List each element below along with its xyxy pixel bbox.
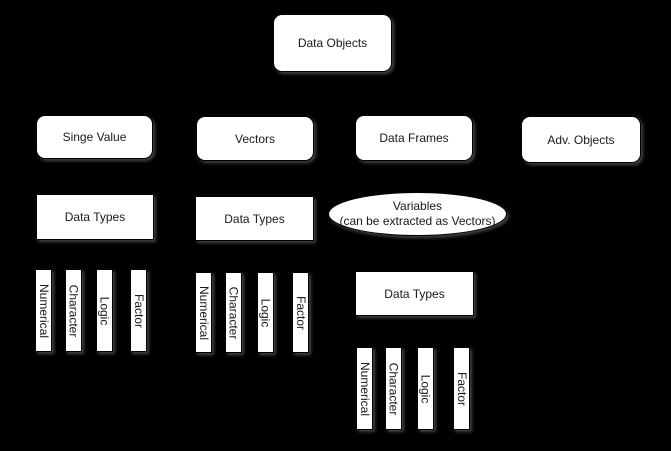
node-data-types-singe-value: Data Types (36, 194, 154, 240)
variables-line1: Variables (392, 199, 443, 213)
variables-line2: (can be extracted as Vectors) (339, 214, 496, 228)
type-label: Factor (293, 295, 308, 330)
node-data-frames-label: Data Frames (379, 131, 449, 145)
node-type-numerical: Numerical (356, 347, 373, 430)
node-data-types-data-frames: Data Types (355, 271, 474, 316)
type-label: Logic (97, 296, 112, 325)
node-type-factor: Factor (130, 269, 147, 352)
node-type-character: Character (385, 347, 402, 430)
node-type-character: Character (65, 269, 82, 352)
type-label: Factor (131, 293, 146, 328)
type-label: Character (386, 362, 401, 415)
node-singe-value-label: Singe Value (62, 130, 127, 144)
node-type-factor: Factor (292, 272, 309, 353)
node-type-character: Character (225, 272, 242, 353)
node-type-numerical: Numerical (35, 269, 52, 352)
node-variables-ellipse: Variables (can be extracted as Vectors) (328, 192, 507, 236)
type-label: Numerical (36, 283, 51, 338)
node-type-numerical: Numerical (195, 272, 212, 353)
type-label: Logic (418, 374, 433, 403)
type-label: Numerical (196, 285, 211, 340)
node-vectors: Vectors (196, 116, 314, 161)
node-type-logic: Logic (96, 269, 113, 352)
node-data-frames: Data Frames (355, 115, 473, 161)
node-data-types-vectors: Data Types (195, 196, 314, 241)
node-data-objects-label: Data Objects (297, 36, 368, 50)
type-label: Numerical (357, 361, 372, 416)
type-label: Factor (454, 371, 469, 406)
node-singe-value: Singe Value (36, 115, 153, 159)
type-label: Logic (258, 298, 273, 327)
node-type-factor: Factor (453, 347, 470, 430)
type-label: Character (66, 284, 81, 337)
node-type-logic: Logic (257, 272, 274, 353)
node-data-types-label: Data Types (384, 286, 445, 301)
node-data-objects: Data Objects (273, 14, 392, 72)
node-type-logic: Logic (417, 347, 434, 430)
node-vectors-label: Vectors (234, 131, 276, 146)
node-data-types-label: Data Types (64, 210, 126, 224)
node-data-types-label: Data Types (224, 211, 285, 226)
node-adv-objects-label: Adv. Objects (547, 132, 615, 147)
node-adv-objects: Adv. Objects (521, 116, 641, 163)
type-label: Character (226, 286, 241, 339)
